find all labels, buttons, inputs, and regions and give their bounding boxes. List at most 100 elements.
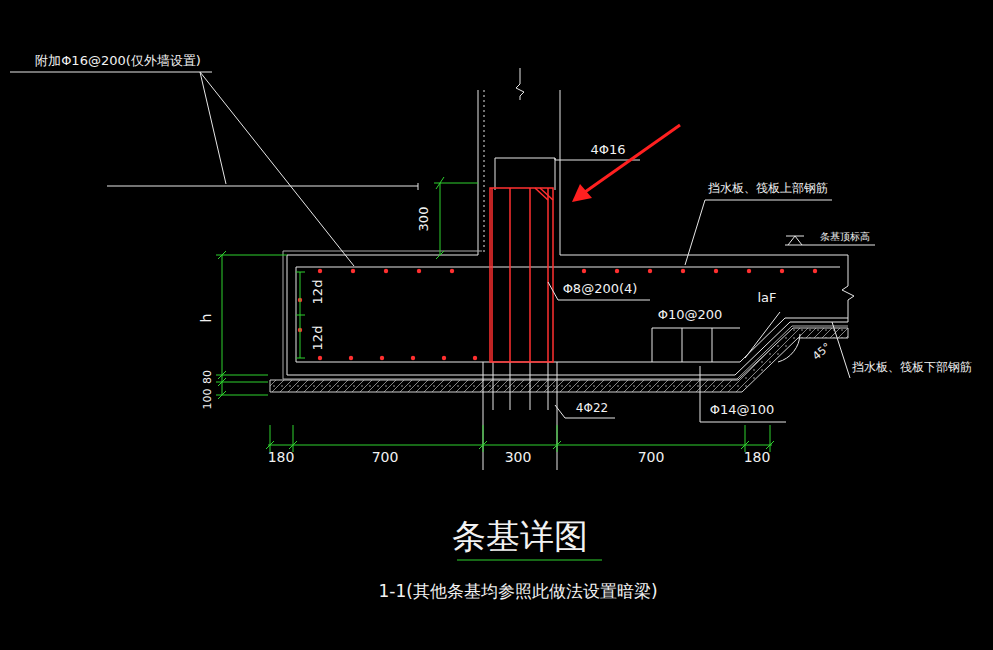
dimension-lines-part bbox=[436, 177, 444, 189]
dimension-lines-part bbox=[216, 255, 287, 256]
rebar-note: laF bbox=[757, 291, 776, 305]
rebar-note: 4Φ22 bbox=[576, 402, 608, 415]
dimension-text: 80 bbox=[202, 370, 214, 384]
leader-lines-part bbox=[700, 366, 701, 422]
rebar-part bbox=[483, 362, 484, 470]
rebar-dot bbox=[473, 356, 477, 360]
stirrup-bars-part bbox=[509, 188, 511, 362]
drawing-caption: 1-1(其他条基均参照此做法设置暗梁) bbox=[378, 582, 657, 601]
rebar bbox=[296, 267, 848, 470]
dimension-lines-part bbox=[741, 441, 749, 449]
rebar-note: Φ14@100 bbox=[710, 403, 775, 417]
dimension-text: 180 bbox=[744, 450, 771, 465]
dimension-lines-part bbox=[436, 251, 444, 259]
stirrup-bars-part bbox=[547, 188, 549, 362]
stirrup-bars-part bbox=[540, 188, 553, 200]
foundation-outline-part bbox=[842, 255, 854, 322]
wall-outline-part bbox=[555, 158, 640, 160]
dimension-text: 300 bbox=[505, 450, 532, 465]
dimension-text: 100 bbox=[202, 389, 214, 410]
rebar-part bbox=[296, 267, 840, 268]
wall-outline-part bbox=[560, 90, 561, 255]
dimension-text: 180 bbox=[268, 450, 295, 465]
rebar-dot bbox=[582, 269, 586, 273]
rebar-dot bbox=[411, 356, 415, 360]
rebar-part bbox=[652, 328, 740, 362]
cushion-layer-part bbox=[270, 328, 848, 392]
dimension-lines-part bbox=[216, 395, 268, 396]
stirrup-bars-part bbox=[490, 188, 553, 362]
dimension-lines-part bbox=[745, 425, 746, 452]
leader-lines-part bbox=[418, 183, 419, 190]
rebar-dot bbox=[318, 356, 322, 360]
dimension-lines-part bbox=[766, 441, 774, 449]
rebar-part bbox=[557, 362, 558, 470]
leader-lines-part bbox=[786, 236, 804, 237]
dimension-lines-part bbox=[770, 425, 771, 452]
dimension-text: 12d bbox=[311, 280, 325, 305]
rebar-part bbox=[530, 362, 531, 410]
rebar-part bbox=[745, 312, 780, 358]
leader-lines-part bbox=[558, 300, 650, 301]
cushion-layer bbox=[270, 328, 848, 392]
dimension-text: 700 bbox=[638, 450, 665, 465]
wall-outline-part bbox=[484, 90, 485, 255]
red-arrow bbox=[572, 125, 680, 202]
rebar-part bbox=[493, 362, 494, 410]
leader-lines-part bbox=[200, 72, 354, 266]
wall-outline-part bbox=[478, 90, 479, 255]
wall-outline-part bbox=[516, 68, 524, 100]
rebar-dot bbox=[780, 269, 784, 273]
rebar-dot bbox=[351, 269, 355, 273]
dimension-lines-part bbox=[266, 441, 274, 449]
dimension-text: 700 bbox=[372, 450, 399, 465]
red-arrow-part bbox=[572, 184, 592, 202]
dimension-lines-part bbox=[296, 315, 305, 316]
dimension-lines-part bbox=[216, 375, 268, 376]
dimension-lines-part bbox=[557, 425, 558, 452]
dimension-lines-part bbox=[218, 378, 226, 386]
dimension-lines-part bbox=[457, 560, 602, 561]
leader-lines-part bbox=[565, 418, 615, 419]
rebar-dot bbox=[318, 269, 322, 273]
red-arrow-part bbox=[585, 125, 680, 192]
dimension-lines-part bbox=[296, 272, 305, 273]
rebar-note: Φ8@200(4) bbox=[563, 282, 638, 296]
leader-lines-part bbox=[107, 186, 418, 187]
dimension-lines-part bbox=[270, 425, 271, 452]
leader-lines-part bbox=[832, 322, 850, 378]
dimension-lines-part bbox=[483, 425, 484, 452]
dimension-text: h bbox=[199, 314, 214, 323]
dimension-lines-part bbox=[440, 183, 441, 255]
rebar-dot bbox=[714, 269, 718, 273]
rebar-note: 4Φ16 bbox=[590, 143, 625, 157]
rebar-dot bbox=[450, 269, 454, 273]
leader-lines-part bbox=[778, 334, 800, 362]
dimension-lines-part bbox=[218, 371, 226, 379]
dimension-lines-part bbox=[553, 441, 561, 449]
stirrup-bars-part bbox=[529, 188, 531, 362]
stirrup-bars bbox=[490, 188, 553, 362]
wall-outline-part bbox=[495, 158, 496, 190]
rebar-dot bbox=[380, 356, 384, 360]
wall-outline bbox=[478, 68, 640, 255]
dimension-lines-part bbox=[296, 358, 305, 359]
dimension-lines-part bbox=[479, 441, 487, 449]
leader-lines bbox=[10, 72, 875, 422]
dimension-lines-part bbox=[289, 441, 297, 449]
leader-lines-part bbox=[705, 200, 832, 201]
dimension-lines-part bbox=[218, 251, 226, 259]
dimension-lines-part bbox=[218, 391, 226, 399]
dimension-text: 300 bbox=[417, 207, 431, 232]
leader-lines-part bbox=[555, 405, 565, 418]
rebar-dot bbox=[349, 356, 353, 360]
rebar-note: 挡水板、筏板上部钢筋 bbox=[708, 182, 828, 195]
rebar-part bbox=[712, 328, 713, 362]
rebar-note: 附加Φ16@200(仅外墙设置) bbox=[35, 54, 201, 68]
foundation-outline-part bbox=[560, 255, 848, 256]
rebar-dot bbox=[442, 356, 446, 360]
dimension-lines-part bbox=[293, 425, 294, 452]
rebar-part bbox=[296, 267, 848, 362]
leader-lines-part bbox=[700, 422, 786, 423]
